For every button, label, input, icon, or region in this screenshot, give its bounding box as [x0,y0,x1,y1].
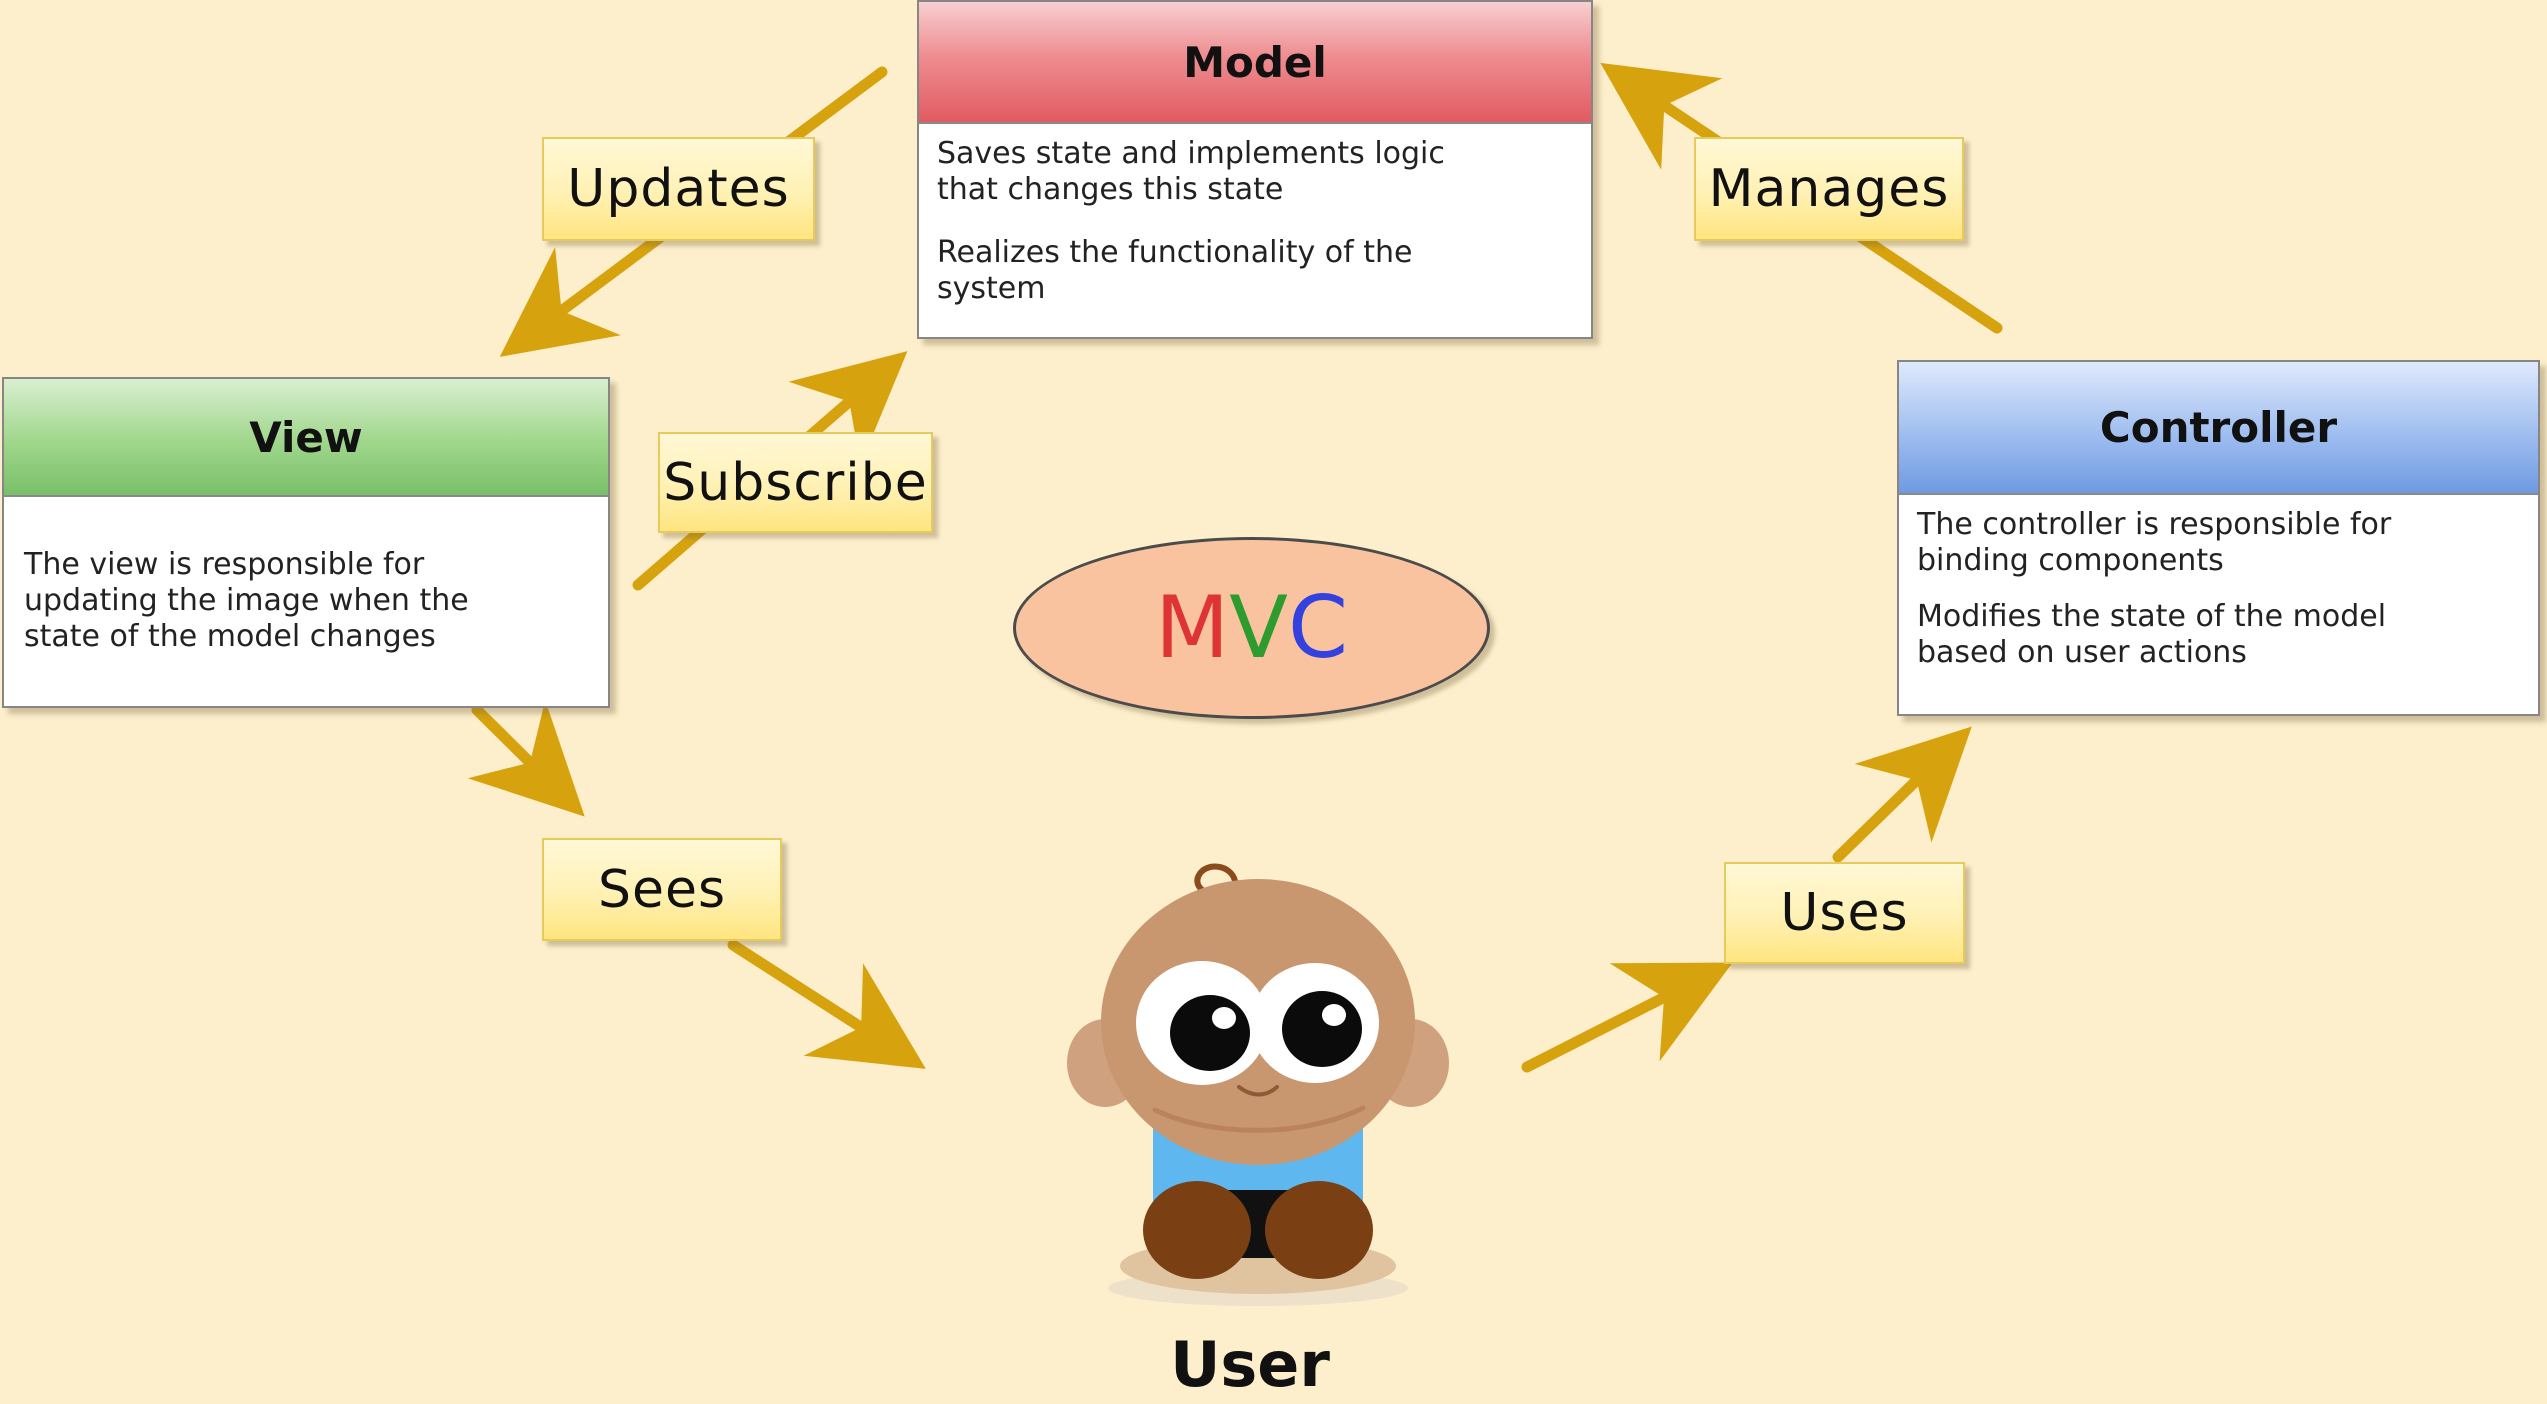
updates-label: Updates [542,137,815,241]
subscribe-label: Subscribe [658,432,933,533]
view-line-1: The view is responsible for updating the… [24,547,469,654]
user-icon [1067,863,1449,1306]
view-title: View [4,379,608,497]
uses-arrow-bottom [1521,962,1733,1073]
sees-arrow-bottom [727,939,926,1069]
controller-line-1: The controller is responsible for bindin… [1917,507,2392,578]
view-description: The view is responsible for updating the… [4,497,608,710]
sees-arrow-top [467,700,585,817]
uses-arrow-top [1832,726,1972,863]
sees-label: Sees [542,838,782,941]
model-description: Saves state and implements logic that ch… [919,124,1591,341]
model-line-2: Realizes the functionality of the system [937,235,1413,306]
model-title: Model [919,2,1591,124]
mvc-letter-c: C [1287,578,1349,678]
mvc-letter-v: V [1229,578,1288,678]
controller-line-2: Modifies the state of the model based on… [1917,599,2387,670]
controller-description: The controller is responsible for bindin… [1899,495,2538,718]
controller-box: Controller The controller is responsible… [1897,360,2540,716]
view-box: View The view is responsible for updatin… [2,377,610,708]
model-line-1: Saves state and implements logic that ch… [937,136,1445,207]
model-box: Model Saves state and implements logic t… [917,0,1593,339]
uses-label: Uses [1724,862,1965,964]
mvc-letter-m: M [1154,578,1230,678]
user-label: User [1170,1328,1330,1401]
controller-title: Controller [1899,362,2538,495]
mvc-ellipse: M V C [1013,537,1490,719]
manages-label: Manages [1694,137,1964,241]
